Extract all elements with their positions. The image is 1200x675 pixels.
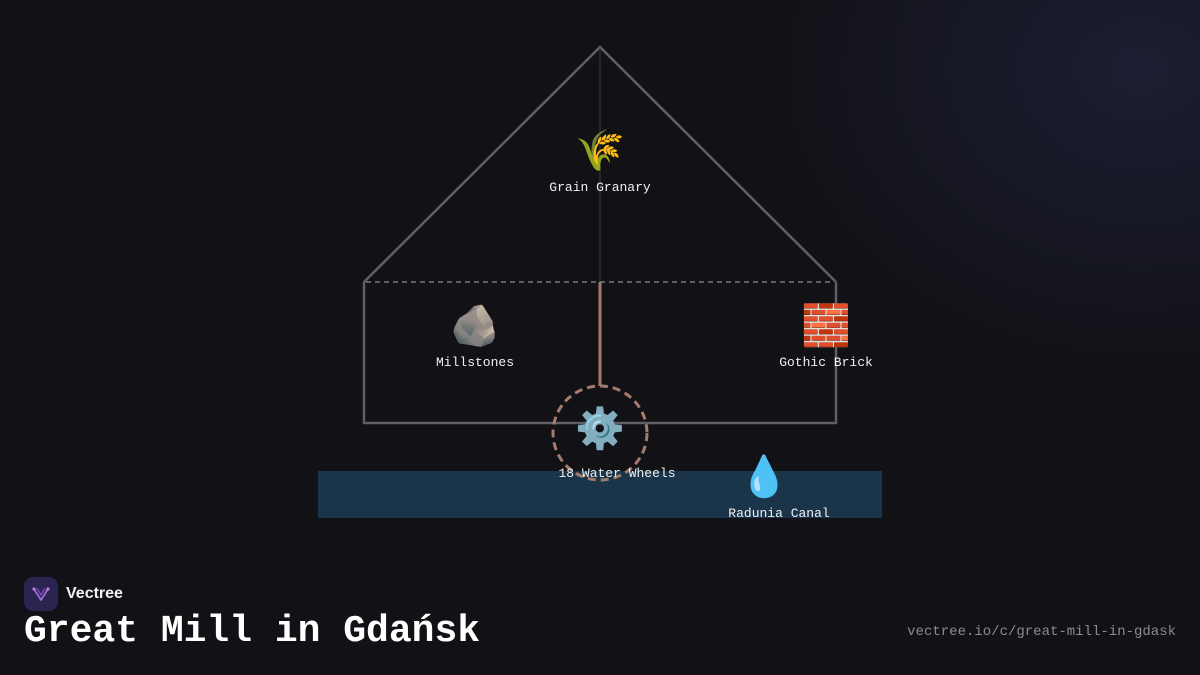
node-grain-granary: 🌾 Grain Granary (549, 128, 650, 195)
node-label: 18 Water Wheels (558, 466, 676, 481)
node-millstones: 🪨 Millstones (436, 303, 514, 370)
node-label: Millstones (435, 355, 515, 370)
roof-outline (363, 45, 837, 283)
wheat-icon: 🌾 (575, 128, 625, 174)
droplet-icon: 💧 (739, 454, 789, 500)
node-label: Grain Granary (549, 180, 651, 195)
node-water-wheels: ⚙️ 18 Water Wheels (558, 406, 675, 481)
node-radunia-canal: 💧 Radunia Canal (728, 454, 829, 521)
brand-name: Vectree (66, 585, 123, 602)
building-walls (362, 282, 838, 425)
brand: Vectree (24, 577, 123, 611)
page-title: Great Mill in Gdańsk (24, 610, 481, 653)
canal-band (318, 471, 882, 518)
brick-icon: 🧱 (801, 303, 851, 349)
node-label: Gothic Brick (779, 355, 873, 370)
vectree-logo-icon (24, 577, 58, 611)
source-url[interactable]: vectree.io/c/great-mill-in-gdask (907, 624, 1176, 640)
gear-icon: ⚙️ (575, 406, 625, 452)
rock-icon: 🪨 (450, 303, 500, 349)
node-gothic-brick: 🧱 Gothic Brick (779, 303, 873, 370)
node-label: Radunia Canal (728, 506, 830, 521)
water-wheel-ring (551, 384, 649, 482)
